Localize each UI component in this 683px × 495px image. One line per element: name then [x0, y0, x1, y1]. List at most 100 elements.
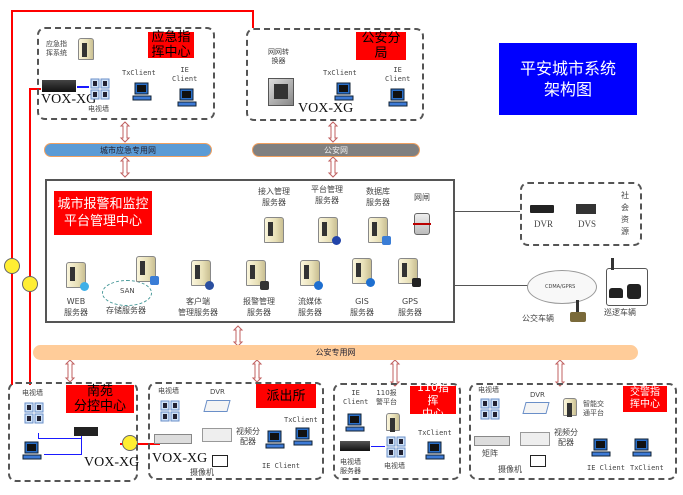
tv-wall-label: 电视墙 — [384, 462, 405, 470]
globe-badge-icon — [80, 282, 89, 291]
its-platform-label: 智能交通平台 — [583, 400, 604, 417]
computer-icon — [632, 438, 652, 457]
computer-icon — [388, 88, 408, 107]
traffic-center-box — [469, 383, 677, 480]
storage-server-label: 存储服务器 — [106, 306, 146, 315]
tv-wall-label: 电视墙 — [478, 386, 499, 394]
platform-center-label: 城市报警和监控 平台管理中心 — [54, 191, 152, 235]
patrol-vehicle-box — [606, 268, 648, 306]
social-resources-label: 社会资源 — [621, 191, 629, 236]
police-station-label: 派出所 — [256, 384, 316, 408]
double-arrow — [64, 359, 76, 383]
san-cloud-icon — [102, 280, 152, 306]
platform-center-box — [45, 179, 455, 323]
bus-vehicle-icon — [570, 312, 586, 322]
splitter-device-icon — [202, 428, 232, 442]
camera-icon — [212, 455, 228, 467]
gatekeeper-icon — [413, 213, 431, 235]
tv-wall-label: 电视墙 — [88, 105, 109, 113]
fiber-line-emergency-stub — [29, 88, 41, 90]
nanyuan-center-box — [8, 382, 138, 482]
double-arrow — [327, 121, 339, 143]
emergency-network-bar: 城市应急专用网 — [44, 143, 212, 157]
tv-wall-label: 电视墙 — [22, 389, 43, 397]
txclient-label: TxClient — [284, 416, 318, 424]
globe-badge-icon — [332, 236, 341, 245]
splitter-label: 视频分配器 — [236, 427, 260, 446]
police-branch-box — [246, 28, 424, 121]
bus-icon — [627, 284, 641, 299]
fiber-line-top-drop — [252, 10, 254, 28]
streaming-server-label: 流媒体服务器 — [298, 297, 322, 317]
antenna-icon — [576, 300, 579, 314]
san-label: SAN — [120, 287, 135, 295]
link-line — [38, 438, 82, 439]
txclient-label: TxClient — [323, 69, 357, 77]
matrix-device-icon — [474, 436, 510, 446]
double-arrow — [119, 121, 131, 143]
tv-wall-label: 电视墙 — [158, 387, 179, 395]
link-line — [455, 211, 520, 212]
social-resources-box — [520, 182, 642, 246]
computer-icon — [345, 413, 365, 432]
emergency-center-box — [37, 27, 215, 120]
vox-label: VOX-XG — [41, 92, 97, 107]
police-private-network-bar: 公安专用网 — [33, 345, 638, 360]
platform-server-label: 平台管理服务器 — [311, 185, 343, 205]
dvr-label: DVR — [210, 388, 225, 396]
database-server-label: 数据库服务器 — [366, 187, 390, 207]
computer-icon — [591, 438, 611, 457]
bus-vehicle-label: 公交车辆 — [522, 314, 554, 323]
alarm-platform-label: 110报警平台 — [376, 389, 397, 406]
center-110-box — [333, 383, 461, 480]
link-line — [371, 446, 385, 447]
patrol-vehicle-label: 巡逻车辆 — [604, 308, 636, 317]
dvr-device-icon — [522, 402, 550, 414]
center-110-label: 110指挥 中心 — [410, 381, 456, 420]
double-arrow — [327, 156, 339, 178]
antenna-icon — [611, 258, 614, 270]
link-line — [81, 436, 82, 455]
splitter-device-icon — [520, 432, 550, 446]
gps-server-icon — [398, 258, 418, 284]
its-platform-server-icon — [563, 398, 577, 417]
vox-device-icon — [42, 80, 76, 92]
web-server-icon — [66, 262, 86, 288]
gateway-device-icon — [268, 78, 294, 106]
link-line — [77, 86, 89, 88]
police-network-bar: 公安网 — [252, 143, 420, 157]
storage-server-icon — [136, 256, 156, 282]
dvs-label: DVS — [578, 219, 597, 229]
alarm-platform-server-icon — [386, 413, 400, 432]
alarm-server-icon — [246, 260, 266, 286]
computer-icon — [132, 82, 152, 101]
taxi-icon — [609, 288, 623, 298]
txclient-label: TxClient — [418, 429, 452, 437]
streaming-server-icon — [300, 260, 320, 286]
nanyuan-center-label: 南苑 分控中心 — [66, 384, 134, 414]
optical-coupler-icon — [22, 276, 38, 292]
satellite-badge-icon — [412, 278, 421, 287]
computer-icon — [293, 427, 313, 446]
access-server-icon — [264, 217, 284, 243]
computer-icon — [22, 441, 42, 460]
link-line — [455, 285, 530, 286]
optical-coupler-icon — [4, 258, 20, 274]
dvr-device-icon — [530, 205, 554, 213]
vox-label: VOX-XG — [152, 451, 208, 466]
alarm-server-label: 报警管理服务器 — [243, 297, 275, 317]
traffic-center-label: 交警指 挥中心 — [623, 386, 667, 412]
ieclient-label: IE Client — [587, 464, 625, 472]
camera-label: 摄像机 — [190, 468, 214, 477]
link-line — [38, 433, 39, 439]
fiber-line-bottom — [120, 443, 160, 445]
dvr-label: DVR — [534, 219, 554, 229]
gatekeeper-label: 网闸 — [414, 193, 430, 202]
emergency-center-label: 应急指 挥中心 — [148, 30, 194, 60]
fiber-line-left-outer — [11, 10, 13, 385]
